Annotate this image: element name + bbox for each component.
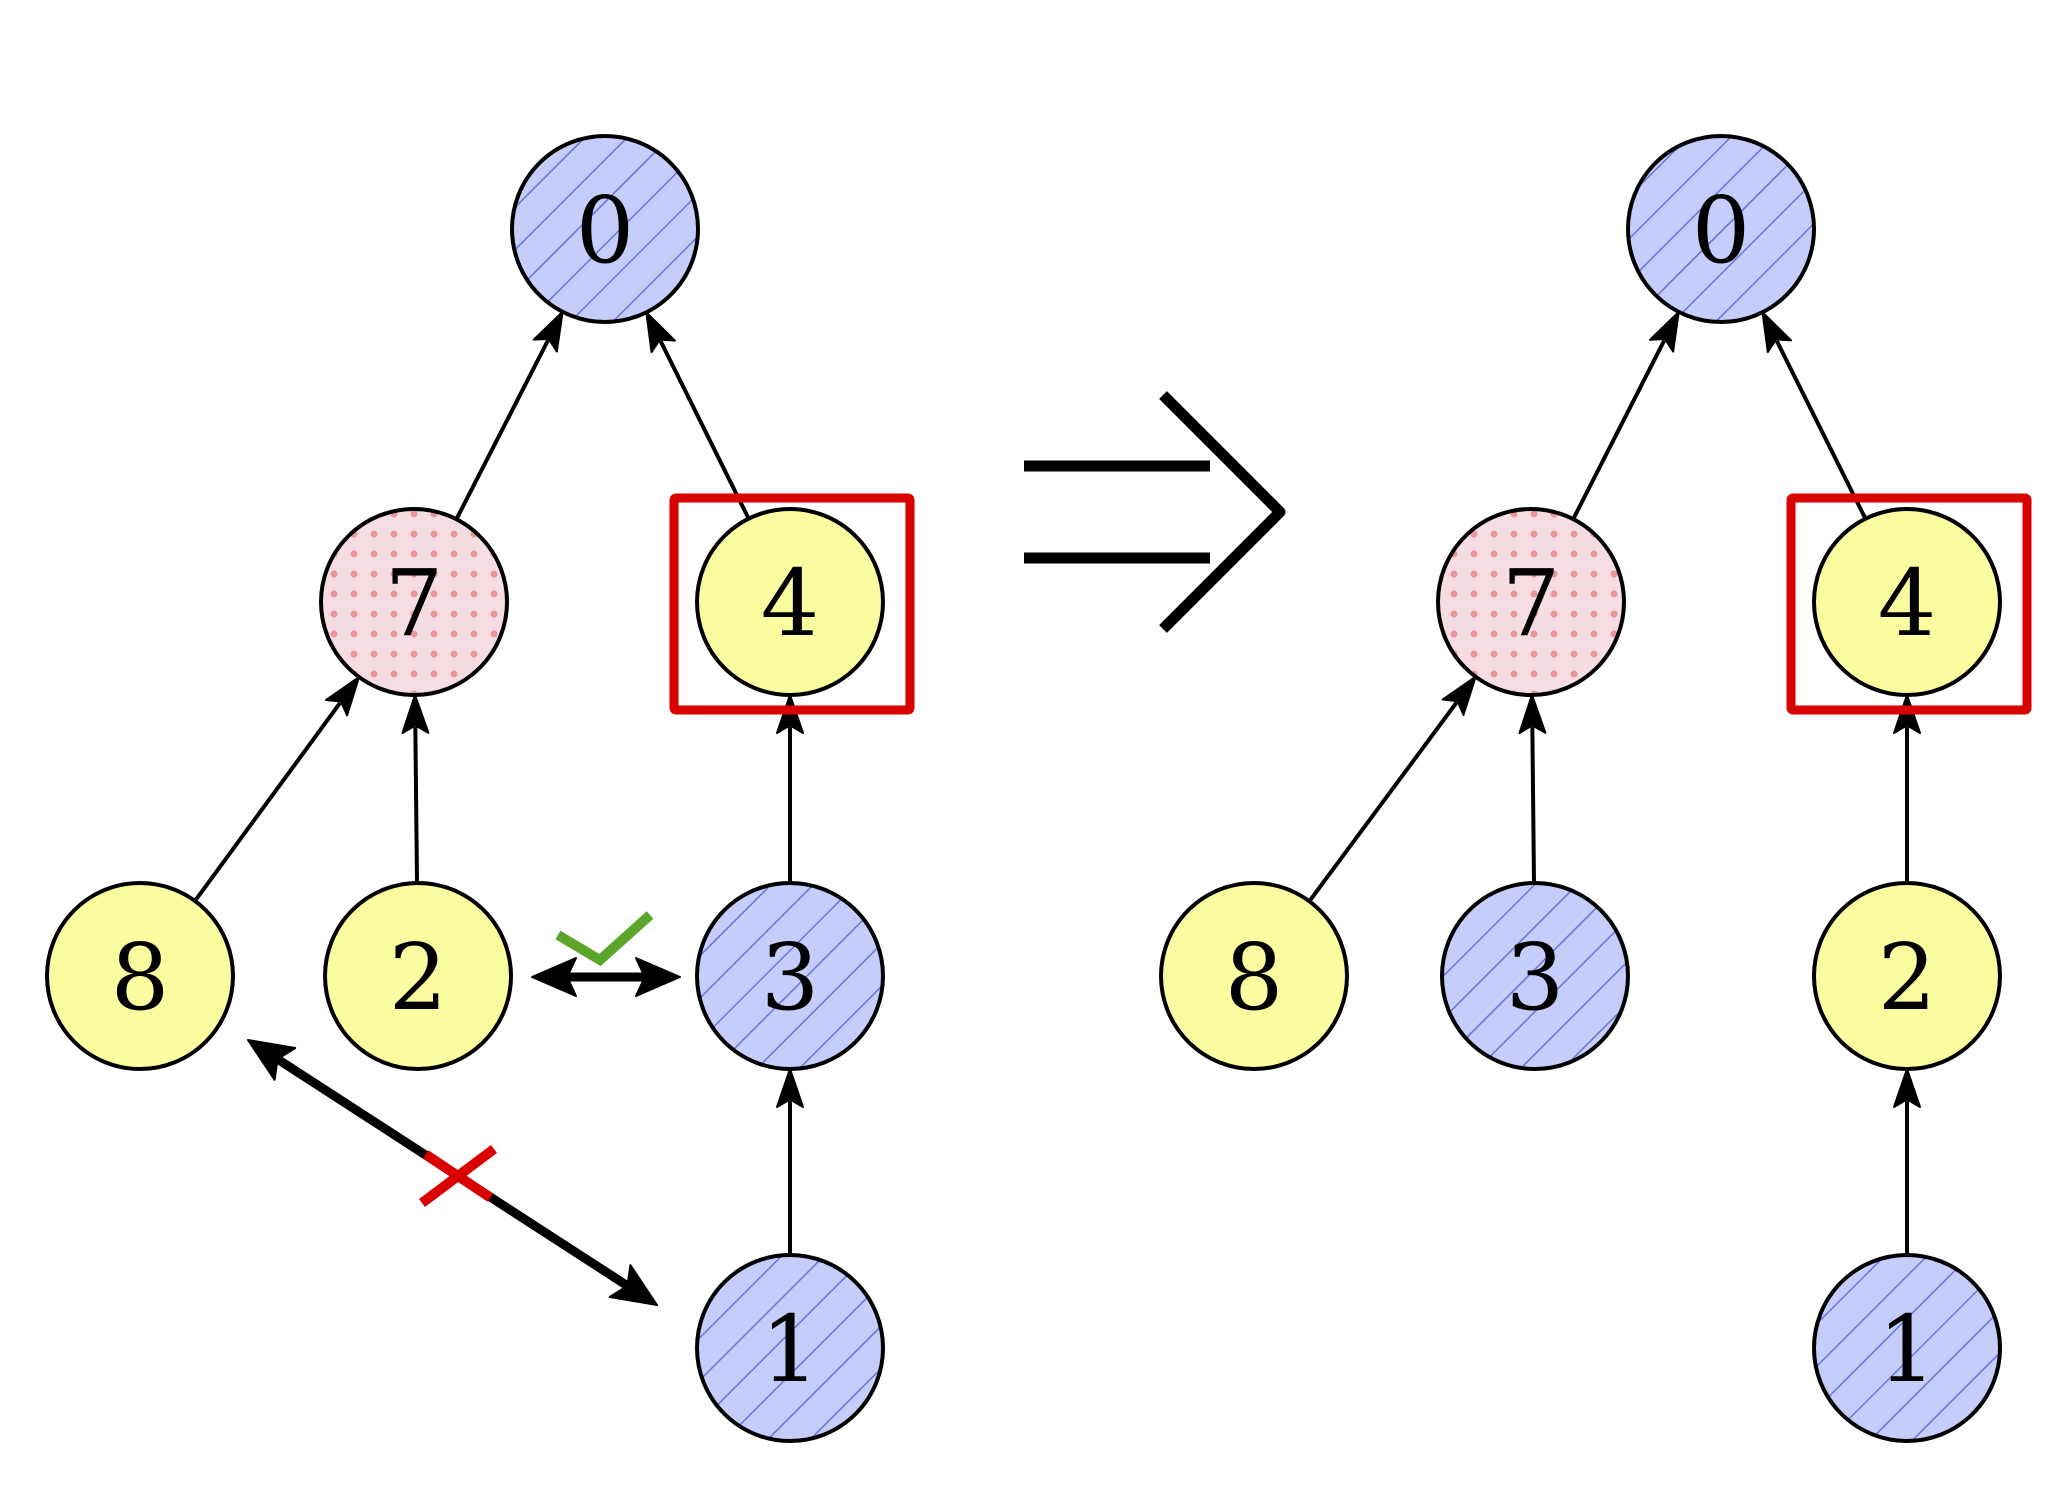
node-label: 7 — [1502, 550, 1561, 657]
arrowhead-icon — [645, 311, 676, 354]
after-highlight-box-node-4 — [1786, 493, 2032, 715]
after-node-1: 1 — [1812, 1253, 2002, 1443]
swap-arrow-2-3 — [531, 911, 681, 997]
before-edge-1-to-3 — [776, 1068, 804, 1255]
node-circle — [1159, 881, 1349, 1071]
node-label: 1 — [761, 1296, 820, 1403]
edge-line — [1571, 339, 1667, 521]
before-node-7: 7 — [319, 507, 509, 697]
before-edge-4-to-0 — [645, 311, 751, 520]
arrowhead-icon — [1441, 675, 1477, 717]
edge-line — [413, 726, 420, 884]
node-circle — [695, 507, 885, 697]
node-circle — [695, 881, 885, 1071]
edge-line — [1774, 339, 1868, 520]
after-node-8: 8 — [1159, 881, 1349, 1071]
after-node-0: 0 — [1626, 134, 1816, 324]
before-node-3: 3 — [695, 881, 885, 1071]
implies-arrow-icon — [1024, 391, 1286, 633]
before-node-4: 4 — [695, 507, 885, 697]
before-node-1: 1 — [695, 1253, 885, 1443]
edge-line — [1530, 726, 1537, 884]
arrowhead-icon — [247, 1039, 297, 1081]
arrowhead-icon — [1518, 693, 1547, 735]
arrowhead-icon — [531, 957, 577, 997]
node-label: 8 — [111, 924, 170, 1031]
before-edge-3-to-4 — [776, 694, 804, 883]
before-tree: 0 7 4 8 2 3 1 — [45, 134, 915, 1443]
edge-line — [1307, 701, 1459, 903]
arrowhead-icon — [776, 1068, 804, 1108]
node-label: 4 — [1878, 550, 1937, 657]
node-circle — [319, 507, 509, 697]
before-node-8: 8 — [45, 881, 235, 1071]
node-circle — [1812, 1253, 2002, 1443]
implies-chevron — [1159, 391, 1286, 633]
arrowhead-icon — [635, 957, 681, 997]
after-edge-4-to-0 — [1761, 311, 1868, 520]
arrowhead-icon — [1648, 310, 1680, 353]
node-label: 7 — [385, 550, 444, 657]
before-edge-8-to-7 — [193, 676, 361, 903]
node-circle — [695, 1253, 885, 1443]
edge-line — [658, 340, 751, 520]
before-edge-7-to-0 — [454, 310, 564, 521]
after-edge-1-to-2 — [1893, 1068, 1921, 1255]
node-circle — [323, 881, 513, 1071]
node-label: 0 — [576, 177, 635, 284]
edge-line — [454, 339, 550, 521]
arrowhead-icon — [1893, 1068, 1921, 1108]
edge-line — [193, 701, 342, 903]
cross-icon — [419, 1145, 497, 1207]
after-edge-2-to-4 — [1893, 694, 1921, 883]
node-circle — [1812, 507, 2002, 697]
node-label: 2 — [389, 924, 448, 1031]
arrowhead-icon — [1761, 311, 1793, 354]
arrowhead-icon — [608, 1264, 658, 1306]
before-node-2: 2 — [323, 881, 513, 1071]
after-edge-8-to-7 — [1307, 675, 1477, 903]
after-node-7: 7 — [1436, 507, 1626, 697]
swap-arrow-8-1 — [247, 1039, 658, 1306]
after-node-4: 4 — [1812, 507, 2002, 697]
arrowhead-icon — [401, 693, 430, 735]
before-node-0: 0 — [510, 134, 700, 324]
after-node-3: 3 — [1440, 881, 1630, 1071]
after-edge-3-to-7 — [1518, 693, 1547, 884]
node-circle — [510, 134, 700, 324]
after-tree: 0 7 4 8 3 2 1 — [1159, 134, 2032, 1443]
node-circle — [1626, 134, 1816, 324]
node-circle — [1812, 881, 2002, 1071]
after-node-2: 2 — [1812, 881, 2002, 1071]
node-circle — [1440, 881, 1630, 1071]
node-label: 8 — [1225, 924, 1284, 1031]
node-label: 1 — [1878, 1296, 1937, 1403]
node-circle — [45, 881, 235, 1071]
before-highlight-box-node-4 — [669, 493, 915, 715]
node-label: 3 — [761, 924, 820, 1031]
node-label: 0 — [1692, 177, 1751, 284]
arrowhead-icon — [532, 310, 564, 353]
node-label: 2 — [1878, 924, 1937, 1031]
check-icon — [555, 911, 654, 967]
node-label: 4 — [761, 550, 820, 657]
node-label: 3 — [1506, 924, 1565, 1031]
node-circle — [1436, 507, 1626, 697]
before-edge-2-to-7 — [401, 693, 430, 884]
after-edge-7-to-0 — [1571, 310, 1680, 521]
arrowhead-icon — [325, 676, 361, 717]
